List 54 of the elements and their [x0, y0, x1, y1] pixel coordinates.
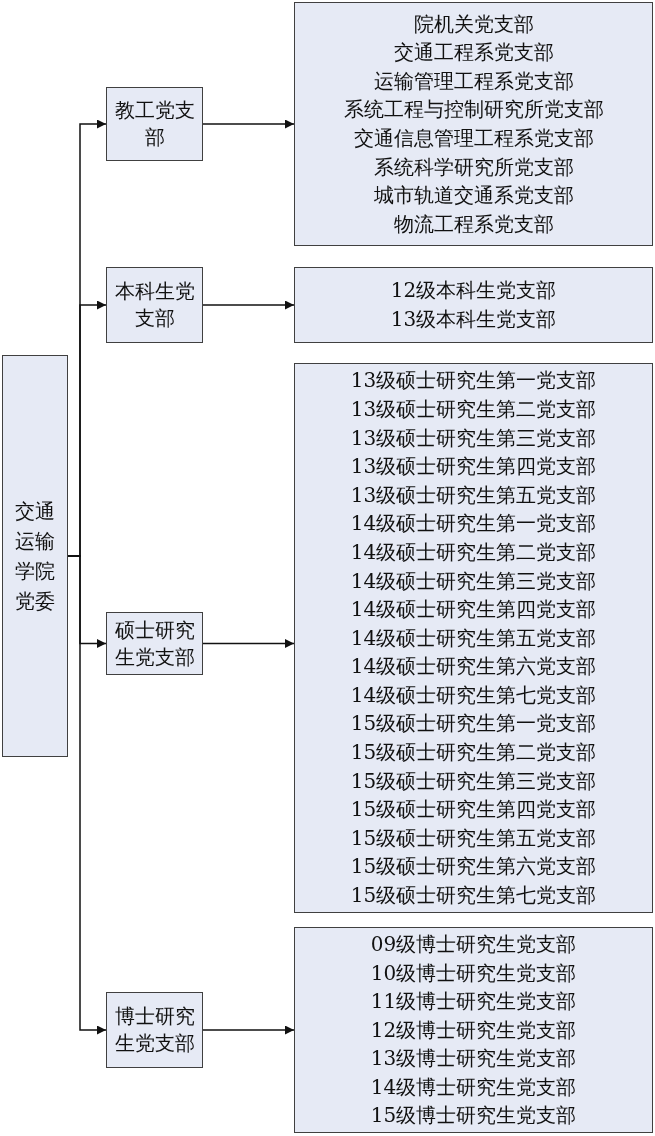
- node-label: 院机关党支部: [413, 10, 534, 38]
- node-label: 15级硕士研究生第四党支部: [350, 796, 597, 824]
- org-box: [106, 267, 203, 343]
- node-label: 13级本科生党支部: [390, 306, 557, 333]
- node-label: 交通运输学院党委: [14, 498, 56, 615]
- node-label: 交通信息管理工程系党支部: [353, 125, 594, 152]
- org-box: [2, 355, 68, 757]
- node-label: 城市轨道交通系党支部: [373, 182, 574, 210]
- node-label: 10级博士研究生党支部: [370, 959, 577, 987]
- node-label: 13级硕士研究生第四党支部: [350, 453, 597, 481]
- branch-list-box: [294, 927, 653, 1133]
- node-label: 运输管理工程系党支部: [373, 67, 574, 95]
- branch-list-box: [294, 2, 653, 246]
- branch-list-box: [294, 363, 653, 913]
- node-label: 系统工程与控制研究所党支部: [343, 96, 604, 124]
- node-label: 12级博士研究生党支部: [370, 1016, 577, 1044]
- node-label: 系统科学研究所党支部: [373, 153, 574, 181]
- node-label: 交通工程系党支部: [393, 39, 554, 67]
- node-label: 15级博士研究生党支部: [370, 1102, 577, 1130]
- node-label: 13级博士研究生党支部: [370, 1045, 577, 1073]
- node-label: 物流工程系党支部: [393, 210, 554, 238]
- node-label: 15级硕士研究生第一党支部: [350, 710, 597, 738]
- node-label: 12级本科生党支部: [390, 277, 557, 305]
- node-label: 11级博士研究生党支部: [370, 988, 577, 1016]
- node-label: 14级硕士研究生第七党支部: [350, 681, 597, 709]
- branch-list-box: [294, 267, 653, 343]
- node-label: 14级硕士研究生第六党支部: [350, 653, 597, 681]
- node-label: 15级硕士研究生第三党支部: [350, 767, 597, 795]
- org-box: [106, 612, 203, 675]
- connector-arrow: [202, 639, 295, 648]
- connector-arrow: [202, 119, 295, 129]
- node-label: 硕士研究生党支部: [113, 616, 196, 671]
- node-label: 14级硕士研究生第二党支部: [350, 538, 597, 566]
- node-label: 14级硕士研究生第一党支部: [350, 510, 597, 538]
- node-label: 14级硕士研究生第五党支部: [350, 624, 597, 652]
- org-box: [106, 87, 203, 161]
- connector-arrow: [202, 300, 295, 310]
- node-label: 13级硕士研究生第三党支部: [350, 424, 597, 452]
- node-label: 13级硕士研究生第一党支部: [350, 367, 597, 395]
- node-label: 13级硕士研究生第五党支部: [350, 481, 597, 509]
- node-label: 教工党支部: [113, 97, 196, 151]
- node-label: 09级博士研究生党支部: [370, 930, 577, 958]
- node-label: 13级硕士研究生第二党支部: [350, 395, 597, 423]
- node-label: 14级博士研究生党支部: [370, 1073, 577, 1101]
- node-label: 本科生党支部: [113, 278, 196, 332]
- connector-arrow: [202, 1025, 295, 1035]
- node-label: 15级硕士研究生第二党支部: [350, 739, 597, 767]
- node-label: 15级硕士研究生第六党支部: [350, 853, 597, 881]
- node-label: 14级硕士研究生第四党支部: [350, 596, 597, 624]
- node-label: 博士研究生党支部: [113, 1003, 196, 1057]
- org-box: [106, 992, 203, 1068]
- node-label: 15级硕士研究生第七党支部: [350, 882, 597, 910]
- node-label: 15级硕士研究生第五党支部: [350, 824, 597, 852]
- node-label: 14级硕士研究生第三党支部: [350, 567, 597, 595]
